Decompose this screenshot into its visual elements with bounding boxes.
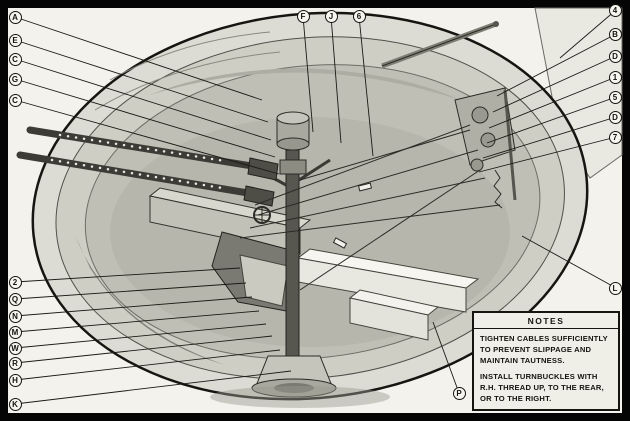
cable-pulley-mechanism (454, 87, 517, 209)
callout-m: M (8, 325, 22, 339)
callout-e: E (8, 33, 22, 47)
callout-g: G (8, 72, 22, 86)
mount-pedestal (210, 111, 390, 408)
callout-7: 7 (608, 130, 622, 144)
callout-f: F (296, 9, 310, 23)
callout-4: 4 (608, 3, 622, 17)
callout-a: A (8, 10, 22, 24)
callout-r: R (8, 356, 22, 370)
charging-rod (381, 21, 499, 69)
leader-lines (14, 9, 617, 405)
callout-q: Q (8, 292, 22, 306)
callout-k: K (8, 397, 22, 411)
callout-2: 2 (8, 275, 22, 289)
callout-d1: D (608, 49, 622, 63)
callout-b: B (608, 27, 622, 41)
callout-6: 6 (352, 9, 366, 23)
ammo-chutes (296, 248, 480, 341)
callout-c1: C (8, 52, 22, 66)
note-line-2: INSTALL TURNBUCKLES WITH R.H. THREAD UP,… (480, 372, 604, 403)
note-line-1: TIGHTEN CABLES SUFFICIENTLY TO PREVENT S… (480, 334, 608, 365)
notes-title: NOTES (474, 313, 618, 329)
rigging-cables (239, 124, 501, 291)
callout-1: 1 (608, 70, 622, 84)
callout-w: W (8, 341, 22, 355)
callout-j: J (324, 9, 338, 23)
callout-h: H (8, 373, 22, 387)
gun-cradle (211, 231, 299, 313)
callout-d2: D (608, 110, 622, 124)
callout-c2: C (8, 93, 22, 107)
callout-l: L (608, 281, 622, 295)
callout-5: 5 (608, 90, 622, 104)
notes-body: TIGHTEN CABLES SUFFICIENTLY TO PREVENT S… (474, 329, 618, 409)
callout-p: P (452, 386, 466, 400)
callout-n: N (8, 309, 22, 323)
notes-box: NOTES TIGHTEN CABLES SUFFICIENTLY TO PRE… (472, 311, 620, 411)
